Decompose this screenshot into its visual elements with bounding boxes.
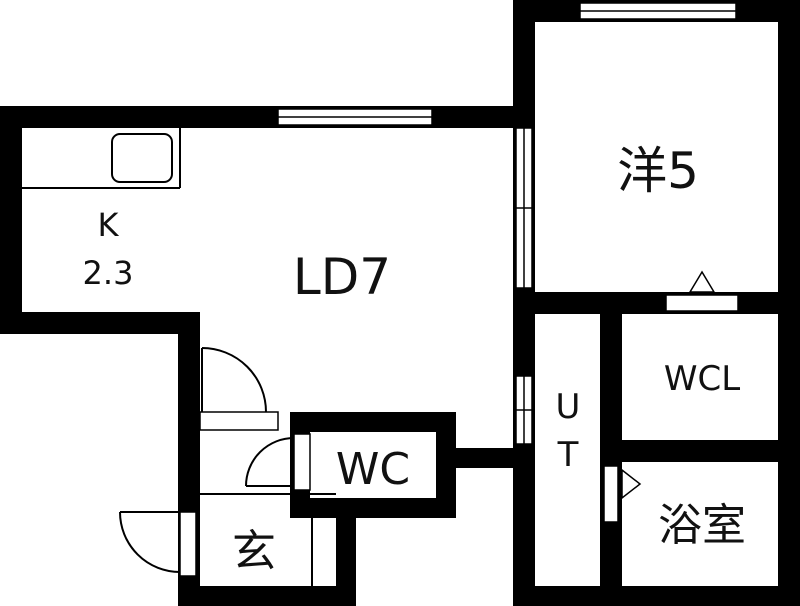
room-labels: K 2.3 LD7 洋5 WCL U T WC 浴室 玄 xyxy=(83,142,746,577)
wall-room-bottom xyxy=(513,292,800,314)
wc-door-arc xyxy=(245,437,295,487)
kitchen-size-label: 2.3 xyxy=(83,254,134,292)
wall-left-step xyxy=(178,312,200,412)
wall-bottom-left xyxy=(0,312,200,334)
utility-label-u: U xyxy=(556,387,581,427)
utility-label-t: T xyxy=(557,435,579,475)
ld-hall-door-arc xyxy=(201,347,267,413)
wcl-door-arrow xyxy=(688,270,716,293)
sink-icon xyxy=(111,133,173,183)
entrance-label: 玄 xyxy=(232,526,276,577)
windows xyxy=(277,2,737,126)
kitchen-counter xyxy=(22,128,181,189)
wall-bottom-right xyxy=(513,586,800,606)
wall-ent-right xyxy=(336,498,356,606)
living-dining-label: LD7 xyxy=(293,248,391,306)
wall-ent-bottom xyxy=(178,586,356,606)
bath-door xyxy=(603,465,619,523)
wall-wc-bottom xyxy=(290,498,456,518)
wall-left xyxy=(0,106,22,334)
wall-top-left xyxy=(0,106,535,128)
kitchen-name-label: K xyxy=(98,206,120,244)
front-door-arc xyxy=(119,511,181,573)
ld-hall-door-frame xyxy=(199,411,279,431)
wcl-door xyxy=(665,294,739,312)
wall-wcl-bath xyxy=(600,440,800,462)
wall-wc-link xyxy=(436,448,533,468)
western-room-label: 洋5 xyxy=(617,142,699,200)
front-door-frame xyxy=(179,511,197,577)
wc-door-frame xyxy=(293,433,311,491)
toilet-label: WC xyxy=(336,444,410,495)
hall-lines xyxy=(200,493,336,586)
wall-ent-left xyxy=(178,412,200,606)
wall-wc-top xyxy=(290,412,456,432)
bath-door-arrow xyxy=(621,468,642,500)
bathroom-label: 浴室 xyxy=(658,500,746,551)
closet-label: WCL xyxy=(664,359,740,399)
sliding-doors xyxy=(515,127,739,523)
hinged-doors xyxy=(119,347,311,577)
